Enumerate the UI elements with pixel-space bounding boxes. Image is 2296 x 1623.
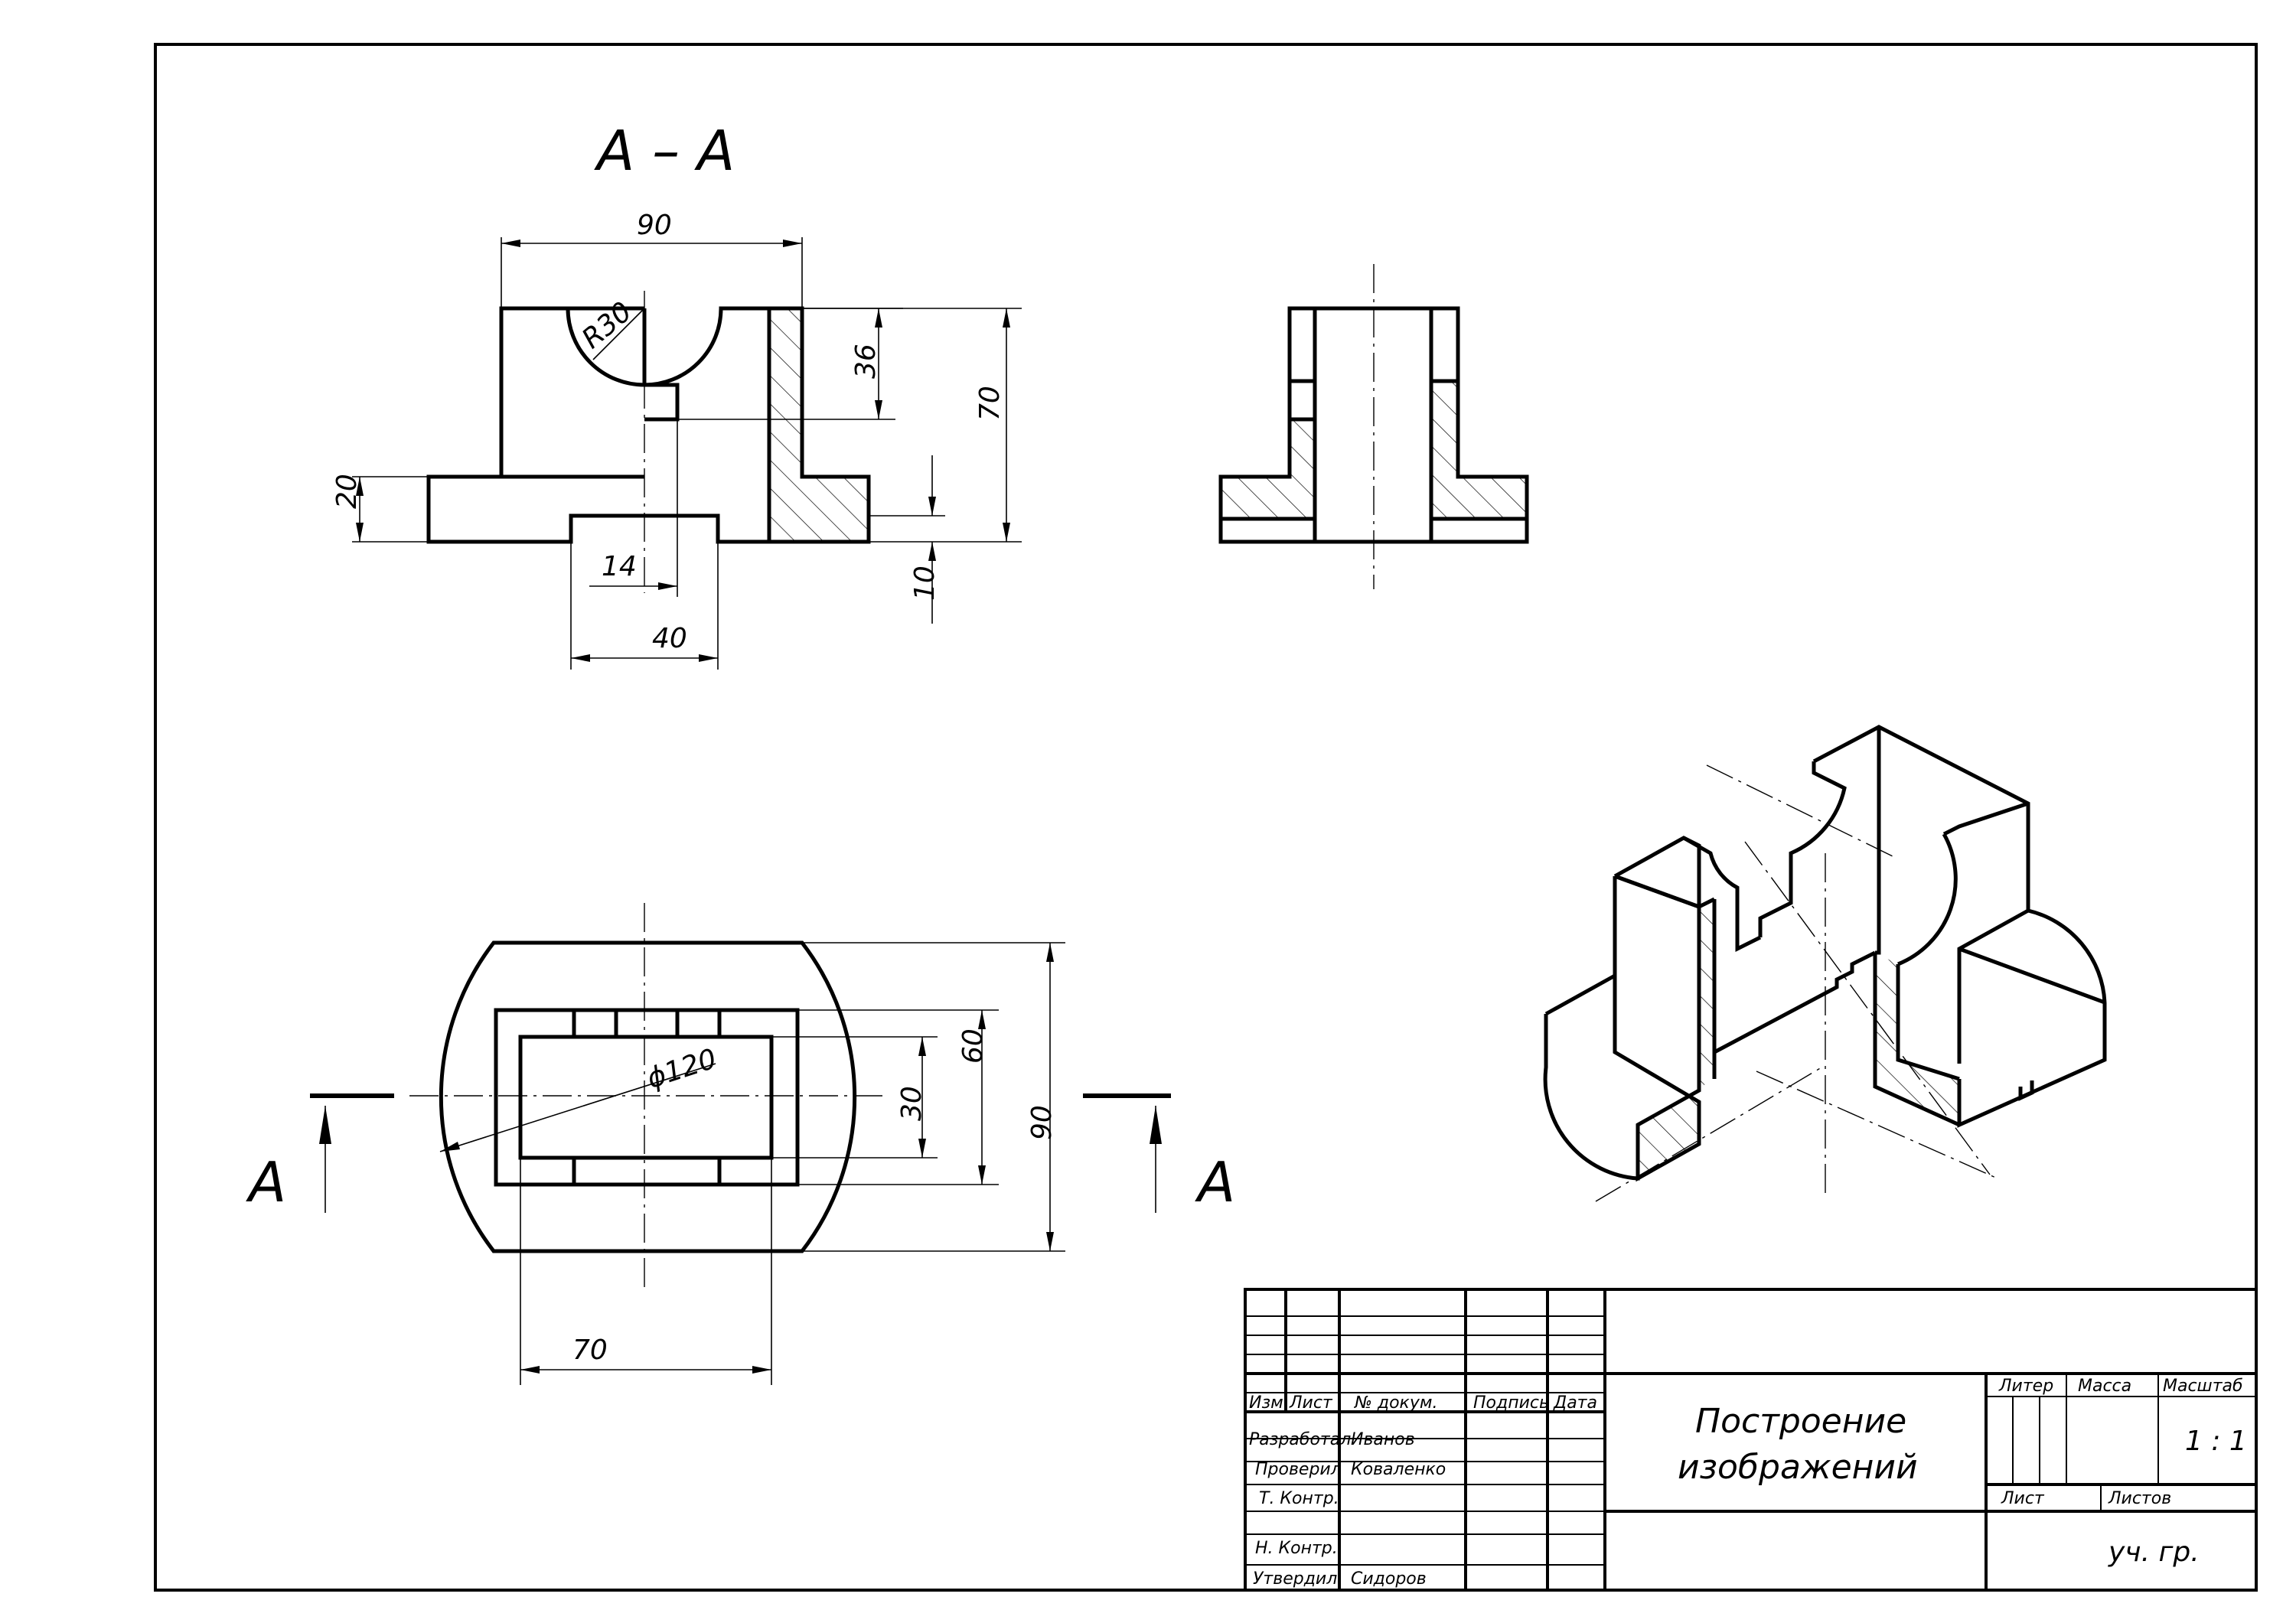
front-right-outline	[644, 306, 871, 544]
tb-role-n-control: Н. Контр.	[1255, 1539, 1338, 1558]
tb-role-developed: Разработал	[1249, 1430, 1351, 1449]
iso-hatch-right	[1875, 953, 1959, 1125]
title-block: Изм Лист № докум. Подпись Дата Разработа…	[1244, 1288, 2258, 1592]
dim-30: 30	[896, 1086, 928, 1121]
cut-arrow-left	[319, 1106, 331, 1144]
plan-inner-rect	[518, 1035, 774, 1160]
tb-sheet: Лист	[2001, 1489, 2045, 1508]
dim-90-top: 90	[637, 210, 672, 241]
dim-14: 14	[602, 551, 637, 582]
front-left-outline	[426, 306, 647, 544]
tb-role-t-control: Т. Контр.	[1259, 1489, 1339, 1508]
dim-20: 20	[331, 474, 363, 509]
tb-izm: Изм	[1249, 1393, 1283, 1413]
cut-arrow-right	[1150, 1106, 1162, 1144]
dim-10: 10	[909, 565, 941, 601]
section-title: A – A	[594, 119, 735, 183]
tb-group: уч. гр.	[2108, 1537, 2200, 1568]
tb-role-approved: Утвердил	[1253, 1569, 1337, 1589]
plan-outline	[439, 940, 857, 1253]
dim-60: 60	[957, 1028, 989, 1064]
plan-ribs	[572, 1010, 722, 1185]
tb-name-checked: Коваленко	[1351, 1460, 1446, 1479]
dim-70-plan: 70	[572, 1335, 608, 1366]
tb-drawing-title-1: Построение	[1695, 1402, 1906, 1441]
plan-view: ϕ120 30 60 90 70 A	[246, 903, 1235, 1385]
tb-sheets: Листов	[2108, 1489, 2171, 1508]
dim-36: 36	[850, 344, 882, 379]
tb-name-approved: Сидоров	[1351, 1569, 1427, 1589]
side-hatch-left	[1221, 419, 1315, 519]
tb-doc-no: № докум.	[1354, 1393, 1437, 1413]
isometric-view	[1543, 725, 2107, 1202]
tb-date: Дата	[1553, 1393, 1597, 1413]
tb-scale-label: Масштаб	[2163, 1377, 2243, 1396]
section-letter-right: A	[1195, 1150, 1235, 1214]
tb-name-developed: Иванов	[1351, 1430, 1415, 1449]
tb-list: Лист	[1289, 1393, 1333, 1413]
section-hatch-front	[769, 308, 869, 542]
dim-phi120: ϕ120	[644, 1043, 721, 1095]
dim-70-right: 70	[974, 386, 1006, 421]
tb-liter: Литер	[1998, 1377, 2053, 1396]
tb-signature: Подпись	[1473, 1393, 1549, 1413]
tb-mass: Масса	[2078, 1377, 2131, 1396]
side-outline	[1218, 306, 1529, 544]
sheet-frame	[154, 43, 2258, 1592]
plan-outer-rect	[494, 1008, 800, 1187]
front-step	[644, 383, 680, 422]
side-hatch-right	[1431, 381, 1527, 519]
iso-hatch-left	[1638, 899, 1714, 1178]
side-view	[1218, 264, 1529, 589]
section-letter-left: A	[246, 1150, 286, 1214]
tb-scale-value: 1 : 1	[2185, 1426, 2247, 1457]
dim-40: 40	[652, 623, 687, 654]
tb-drawing-title-2: изображений	[1678, 1448, 1918, 1487]
front-right-arc	[644, 306, 769, 387]
section-view-aa: A – A 90 R30 36	[331, 119, 1022, 670]
dim-90-plan: 90	[1026, 1105, 1058, 1140]
iso-back-wall	[1812, 725, 2030, 911]
tb-role-checked: Проверил	[1255, 1460, 1342, 1479]
